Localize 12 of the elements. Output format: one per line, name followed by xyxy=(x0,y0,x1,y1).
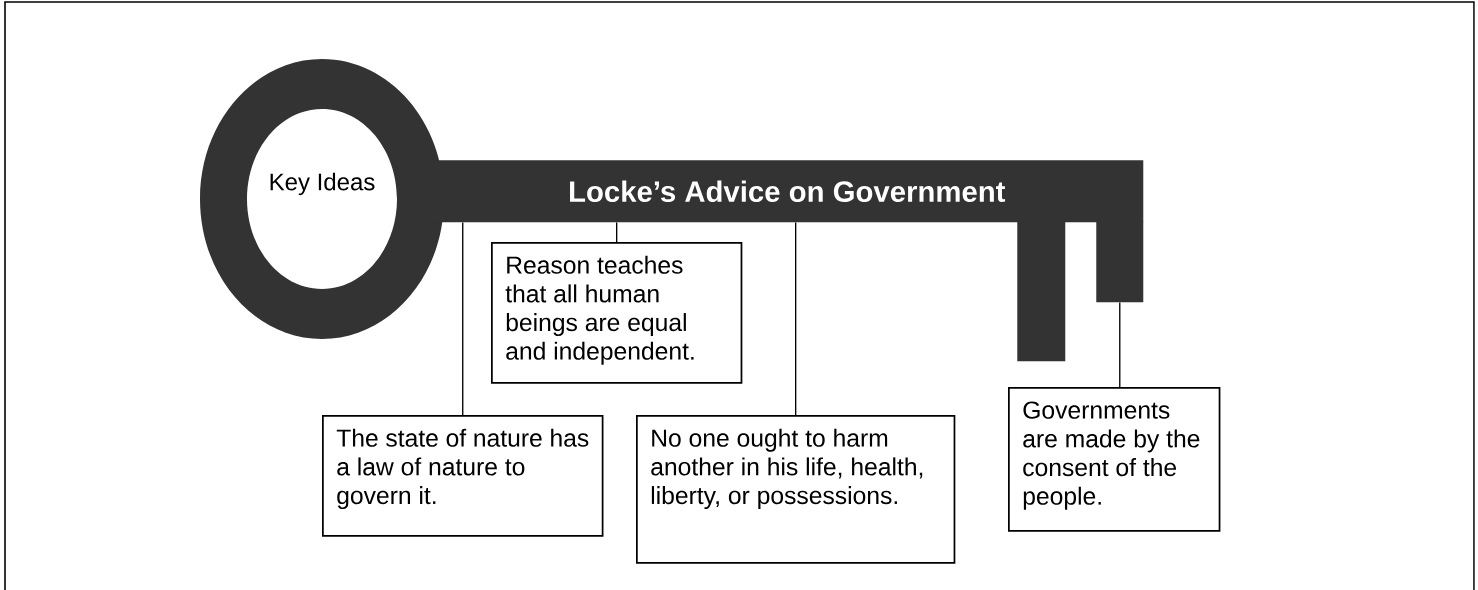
connector-line xyxy=(462,221,464,416)
text-box: No one ought to harm another in his life, health, liberty, or possessions. xyxy=(636,415,956,564)
connector-line xyxy=(795,221,797,416)
text-box: The state of nature has a law of nature to govern it. xyxy=(322,415,604,537)
connector-line xyxy=(1119,301,1121,388)
key-bow: Key Ideas xyxy=(200,59,444,339)
key-tooth xyxy=(1017,221,1066,362)
key-tooth xyxy=(1096,221,1144,303)
text-box: Reason teaches that all human beings are equal and independent. xyxy=(491,242,743,384)
node-label: Locke’s Advice on Government xyxy=(570,180,1006,203)
connector-line xyxy=(616,221,618,243)
text-box: Governments are made by the consent of the people. xyxy=(1008,387,1221,532)
